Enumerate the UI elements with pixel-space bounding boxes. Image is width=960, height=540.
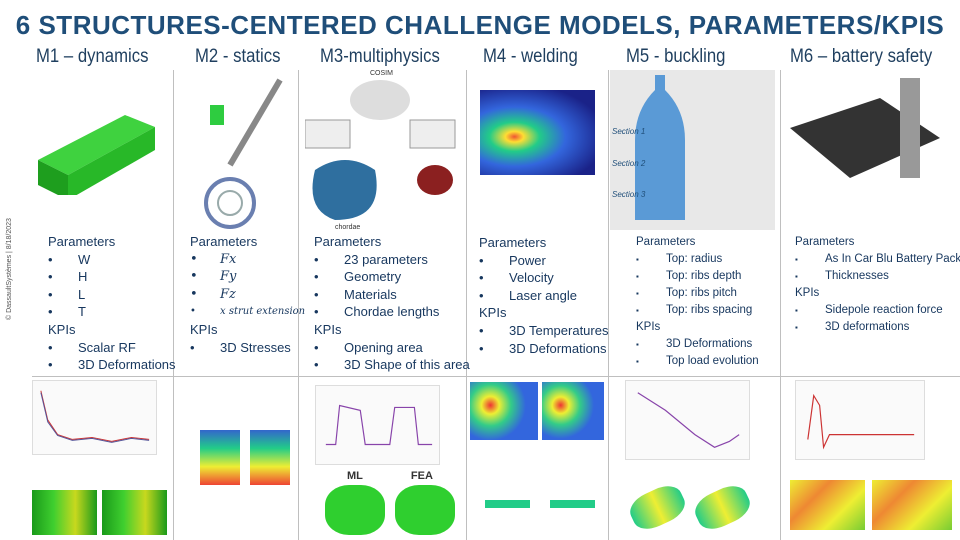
- m1-beam-image: [30, 105, 160, 200]
- m3-text: Parameters 23 parameters Geometry Materi…: [314, 233, 470, 374]
- chordae-label: chordae: [335, 224, 361, 231]
- m5-text: Parameters Top: radius Top: ribs depth T…: [636, 234, 759, 370]
- kpis-label: KPIs: [314, 321, 342, 337]
- fea-label: FEA: [410, 470, 433, 482]
- param: As In Car Blu Battery Pack: [795, 251, 960, 268]
- param: Geometry: [314, 268, 470, 286]
- m4-temp-image: [542, 382, 604, 440]
- m5-top-load-chart: [625, 380, 750, 460]
- param: Fy: [190, 268, 305, 286]
- param: Fz: [190, 286, 305, 304]
- kpi: 3D Shape of this area: [314, 356, 470, 374]
- divider: [608, 70, 609, 540]
- param: Fx: [190, 251, 305, 269]
- params-label: Parameters: [48, 234, 116, 249]
- copyright-note: © DassaultSystèmes | 8/18/2023: [6, 218, 13, 320]
- m6-battery-image: [790, 78, 955, 188]
- cosim-label: COSIM: [370, 70, 393, 77]
- kpis-label: KPIs: [190, 321, 218, 337]
- kpis-label: KPIs: [48, 321, 76, 337]
- param: Top: ribs spacing: [636, 302, 759, 319]
- kpi: 3D deformations: [795, 319, 960, 336]
- kpis-label: KPIs: [636, 321, 661, 333]
- m2-text: Parameters Fx Fy Fz x strut extension KP…: [190, 233, 305, 356]
- param: Top: radius: [636, 251, 759, 268]
- params-label: Parameters: [636, 236, 696, 248]
- param: T: [48, 303, 176, 321]
- kpi: 3D Stresses: [190, 339, 305, 357]
- param: 23 parameters: [314, 251, 470, 269]
- m1-result-image: [102, 490, 167, 535]
- kpi: 3D Deformations: [48, 356, 176, 374]
- model-heading-m5: M5 - buckling: [626, 46, 726, 67]
- params-label: Parameters: [479, 235, 547, 250]
- m2-stress-image: [200, 430, 240, 485]
- model-heading-m1: M1 – dynamics: [36, 46, 149, 67]
- m1-prediction-chart: [32, 380, 157, 455]
- param: Laser angle: [479, 287, 608, 305]
- kpi: 3D Deformations: [636, 336, 759, 353]
- param: x strut extension: [190, 303, 305, 321]
- param: W: [48, 251, 176, 269]
- m6-text: Parameters As In Car Blu Battery Pack Th…: [795, 234, 960, 336]
- ml-label: ML: [347, 470, 363, 482]
- section-label: Section 2: [612, 159, 646, 168]
- m3-cosim-image: COSIM chordae: [304, 70, 465, 231]
- param: L: [48, 286, 176, 304]
- params-label: Parameters: [314, 234, 382, 249]
- m6-battery-result: [872, 480, 952, 530]
- model-heading-m6: M6 – battery safety: [790, 46, 933, 67]
- m5-bottle-result: [625, 480, 690, 535]
- param: Top: ribs depth: [636, 268, 759, 285]
- param: Top: ribs pitch: [636, 285, 759, 302]
- kpi: 3D Deformations: [479, 340, 608, 358]
- m5-bottle-result: [690, 480, 755, 535]
- kpis-label: KPIs: [479, 305, 507, 321]
- param: Materials: [314, 286, 470, 304]
- param: Power: [479, 252, 608, 270]
- kpis-label: KPIs: [795, 287, 820, 299]
- kpi: Opening area: [314, 339, 470, 357]
- m5-bottle-image: Section 1 Section 2 Section 3: [610, 70, 775, 230]
- m6-reaction-force-chart: [795, 380, 925, 460]
- model-heading-m3: M3-multiphysics: [320, 46, 440, 67]
- m4-weld-image: [480, 90, 595, 175]
- m1-text: Parameters W H L T KPIs Scalar RF 3D Def…: [48, 233, 176, 374]
- m4-temp-image: [470, 382, 538, 440]
- m2-stress-image: [250, 430, 290, 485]
- m1-result-image: [32, 490, 97, 535]
- params-label: Parameters: [795, 236, 855, 248]
- m3-valve-ml: [325, 485, 385, 535]
- m6-battery-result: [790, 480, 865, 530]
- param: Thicknesses: [795, 268, 960, 285]
- kpi: Sidepole reaction force: [795, 302, 960, 319]
- section-label: Section 1: [612, 127, 646, 136]
- section-label: Section 3: [612, 190, 646, 199]
- m2-landing-gear-image: [190, 75, 290, 230]
- model-heading-m4: M4 - welding: [483, 46, 578, 67]
- m3-opening-area-chart: [315, 385, 440, 465]
- divider: [780, 70, 781, 540]
- m4-text: Parameters Power Velocity Laser angle KP…: [479, 234, 608, 357]
- param: Chordae lengths: [314, 303, 470, 321]
- m4-deform-image: [550, 500, 595, 508]
- model-heading-m2: M2 - statics: [195, 46, 281, 67]
- slide-title: 6 STRUCTURES-CENTERED CHALLENGE MODELS, …: [15, 10, 945, 40]
- m3-compare: ML FEA: [325, 470, 460, 482]
- kpi: Top load evolution: [636, 353, 759, 370]
- kpi: Scalar RF: [48, 339, 176, 357]
- m4-deform-image: [485, 500, 530, 508]
- param: H: [48, 268, 176, 286]
- params-label: Parameters: [190, 234, 258, 249]
- divider: [32, 376, 960, 377]
- param: Velocity: [479, 269, 608, 287]
- m3-valve-fea: [395, 485, 455, 535]
- kpi: 3D Temperatures: [479, 322, 608, 340]
